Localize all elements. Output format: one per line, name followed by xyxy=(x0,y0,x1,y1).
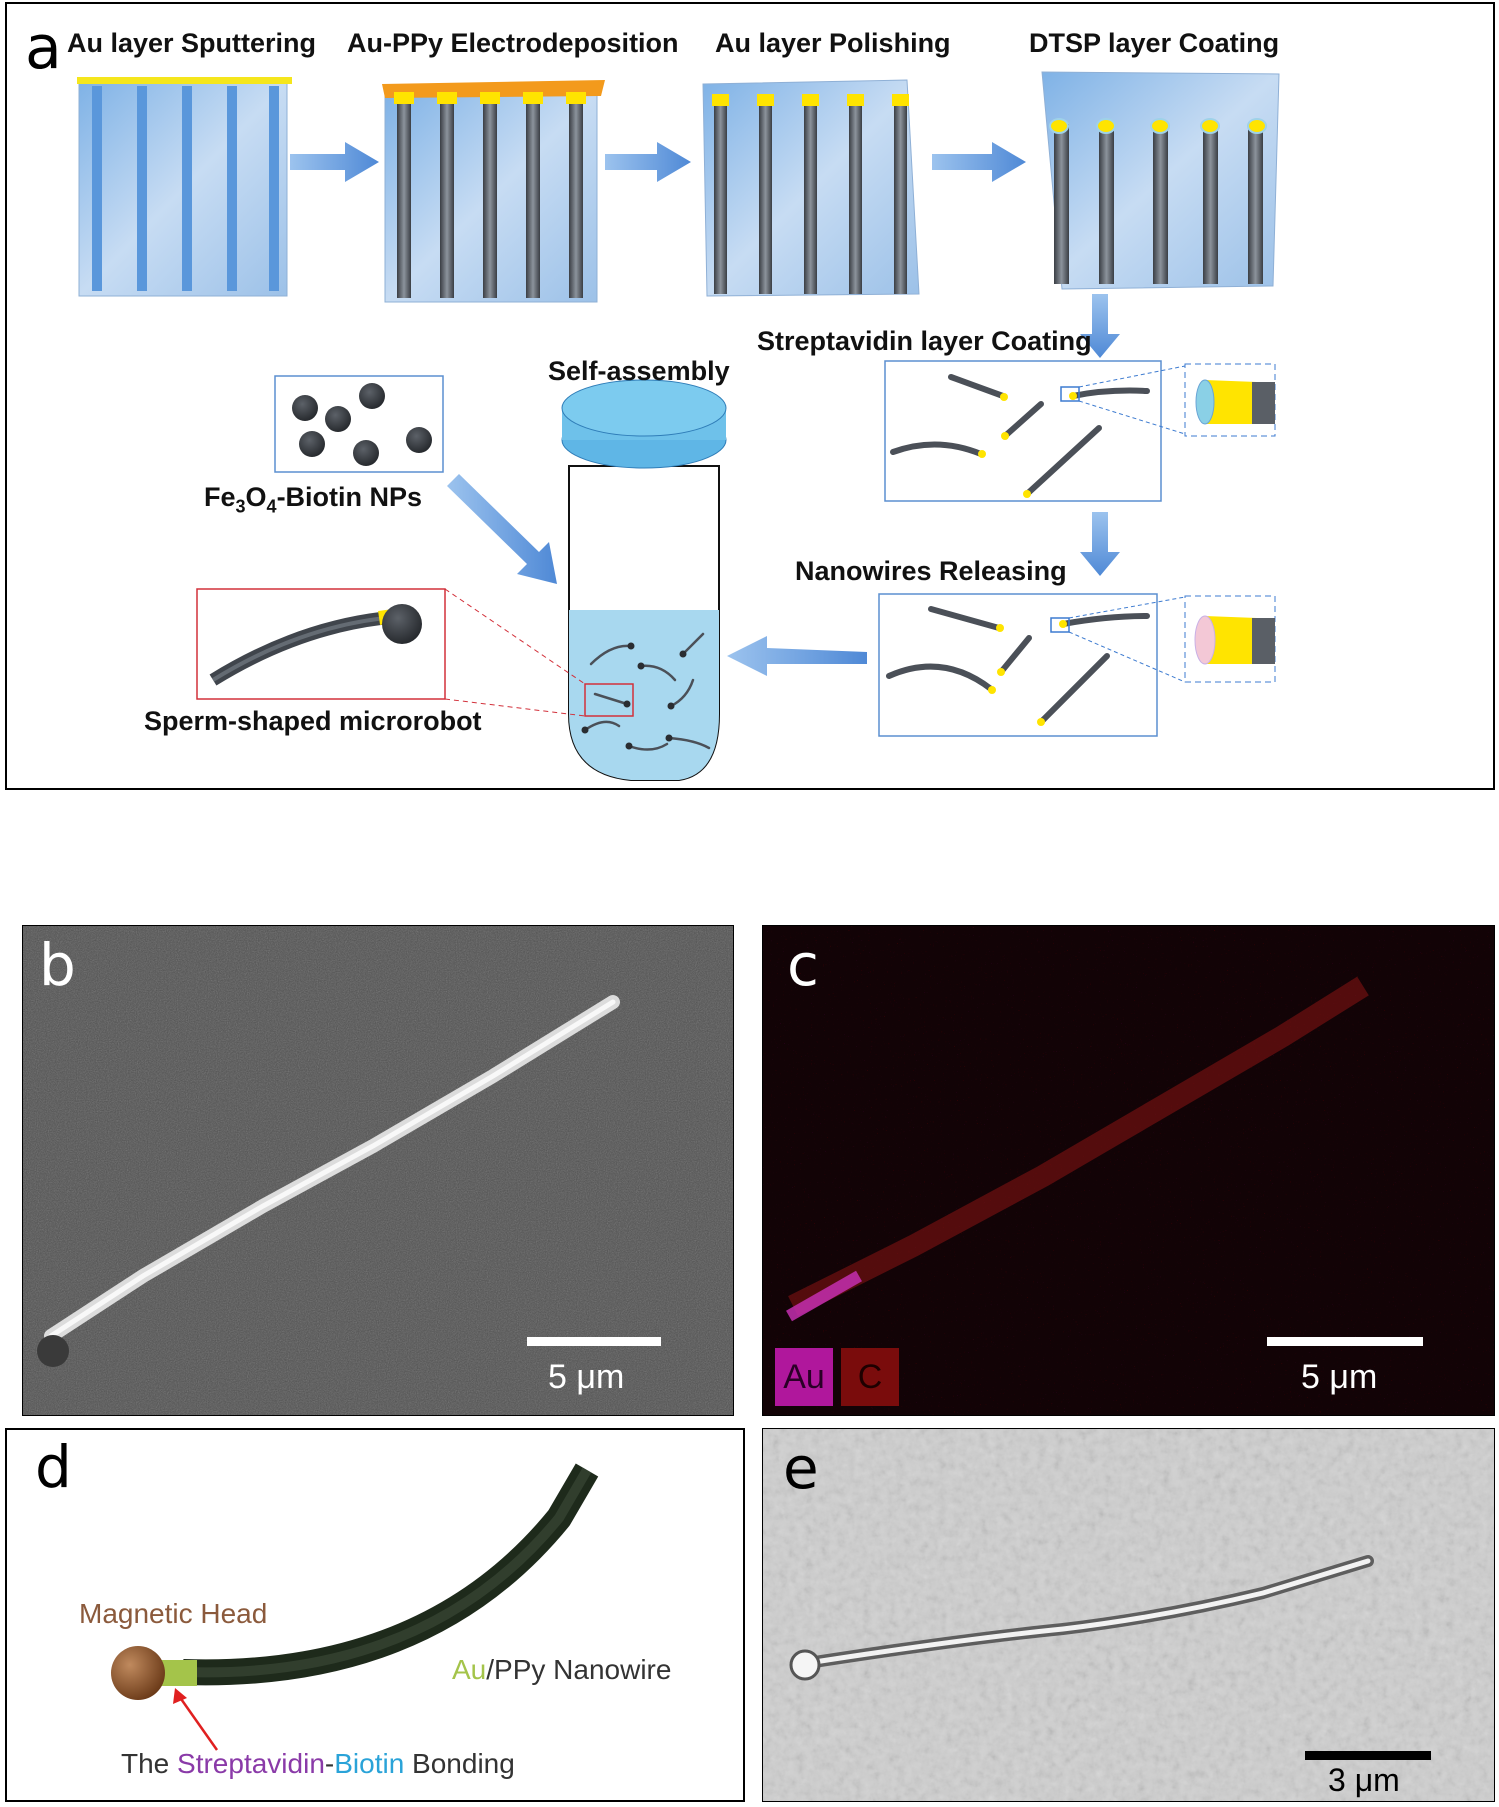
scale-label-b: 5 μm xyxy=(548,1358,625,1396)
process-arrow xyxy=(447,474,557,584)
nanowire-rest: /PPy Nanowire xyxy=(486,1654,672,1685)
step-title-3: Au layer Polishing xyxy=(715,28,951,58)
bond-dash: - xyxy=(324,1748,335,1779)
streptavidin-box xyxy=(884,360,1276,502)
legend-au: Au xyxy=(775,1348,833,1406)
panel-c: c Au C 5 μm xyxy=(762,925,1495,1416)
process-arrow xyxy=(932,142,1026,182)
process-arrow xyxy=(290,142,379,182)
process-arrow xyxy=(1080,294,1120,358)
panel-d: d Magnetic Head Au/PPy Nanowire The Stre… xyxy=(5,1428,745,1802)
nps-title: Fe3O4-Biotin NPs xyxy=(204,482,422,517)
self-assembly-title: Self-assembly xyxy=(548,356,730,386)
nanowire-au: Au xyxy=(452,1654,487,1685)
panel-label-e: e xyxy=(783,1434,819,1502)
step-title-4: DTSP layer Coating xyxy=(1029,28,1280,58)
legend-c: C xyxy=(841,1348,899,1406)
panel-b: b 5 μm xyxy=(22,925,734,1416)
process-arrow xyxy=(727,636,867,676)
microrobot-zoom xyxy=(196,588,586,717)
bond-rest: Bonding xyxy=(404,1748,515,1779)
bond-strep: Streptavidin xyxy=(177,1748,325,1779)
eds-map xyxy=(763,926,1494,1415)
membrane-step1 xyxy=(77,77,292,297)
nps-sub1: 3 xyxy=(235,496,246,517)
step-title-2: Au-PPy Electrodeposition xyxy=(347,28,679,58)
panel-e: e 3 μm xyxy=(762,1428,1495,1802)
nps-sub2: 4 xyxy=(266,496,277,517)
panel-label-a: a xyxy=(25,13,62,83)
bonding-label: The Streptavidin-Biotin Bonding xyxy=(121,1748,515,1780)
microrobot-title: Sperm-shaped microrobot xyxy=(144,706,482,736)
nanowire-label: Au/PPy Nanowire xyxy=(452,1654,671,1686)
optical-image xyxy=(763,1429,1494,1801)
streptavidin-title: Streptavidin layer Coating xyxy=(757,326,1092,356)
panel-label-d: d xyxy=(35,1433,72,1501)
panel-label-b: b xyxy=(39,931,76,999)
magnetic-head-label: Magnetic Head xyxy=(79,1598,268,1629)
scale-label-e: 3 μm xyxy=(1328,1762,1400,1798)
releasing-box xyxy=(878,593,1276,737)
membrane-step2 xyxy=(382,80,605,303)
scale-label-c: 5 μm xyxy=(1301,1358,1378,1396)
nps-prefix: Fe xyxy=(204,482,236,512)
nanoparticle-box xyxy=(274,375,444,473)
bond-biotin: Biotin xyxy=(334,1748,405,1779)
sem-image xyxy=(23,926,733,1415)
process-arrow xyxy=(1080,512,1120,576)
bond-the: The xyxy=(121,1748,178,1779)
releasing-title: Nanowires Releasing xyxy=(795,556,1067,586)
panel-a-illustration xyxy=(77,71,1280,781)
nps-suffix: -Biotin NPs xyxy=(276,482,423,512)
step-title-1: Au layer Sputtering xyxy=(67,28,317,58)
panel-a: a Au layer Sputtering Au-PPy Electrodepo… xyxy=(5,2,1495,790)
microrobot-schematic xyxy=(111,1463,599,1751)
membrane-step4 xyxy=(1041,71,1280,290)
process-arrow xyxy=(605,142,691,182)
nps-mid: O xyxy=(245,482,267,512)
vial xyxy=(561,379,727,781)
membrane-step3 xyxy=(702,79,920,297)
panel-label-c: c xyxy=(787,931,819,999)
